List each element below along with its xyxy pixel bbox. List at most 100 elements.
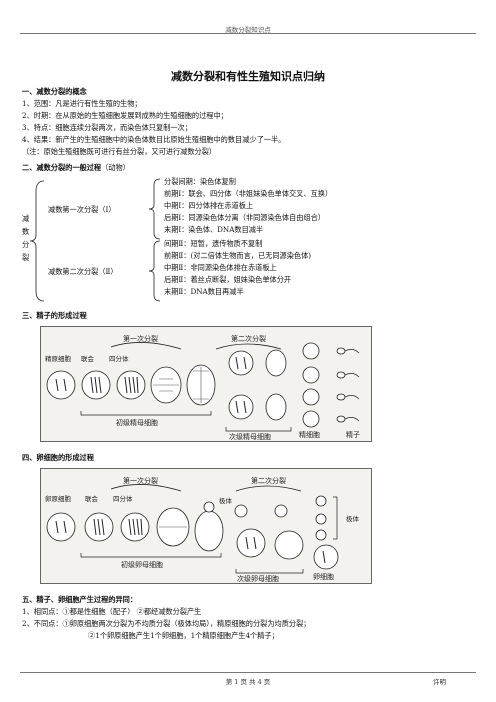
spermatogonium-cell: [46, 370, 76, 400]
first-polar-body: [234, 504, 248, 518]
label-oogonium: 卵原细胞: [45, 494, 72, 503]
label-first-division: 第一次分裂: [123, 476, 158, 485]
secondary-spermatocyte-1: [228, 350, 254, 376]
polar-body-1: [315, 495, 327, 507]
footer-rule: [20, 672, 476, 673]
page-number: 第 1 页 共 4 页: [225, 678, 271, 686]
stage-2-2: 前期Ⅱ：(对二倍体生物而言，已无同源染色体): [164, 251, 312, 260]
anaphase-2-cell-1: [265, 349, 287, 377]
tetrad-chromosomes: [124, 376, 139, 394]
section1-item-3: 3、特点：细胞连续分裂两次，而染色体只复制一次；: [22, 123, 192, 132]
polar-body-dividing: [274, 504, 288, 518]
secondary-oocyte-chromosomes: [245, 536, 257, 550]
tetrad-cell: [120, 512, 150, 542]
sperm-cells: [336, 347, 360, 423]
section4-heading: 四、卵细胞的形成过程: [22, 453, 94, 462]
stage-1-1: 分裂间期：染色体复制: [164, 177, 236, 186]
label-polar-body-top: 极体: [219, 496, 233, 505]
section1-note: （注：原始生殖细胞既可进行有丝分裂，又可进行减数分裂）: [22, 147, 217, 156]
section5-line-3: ②1个卵原细胞产生1个卵细胞，1个精原细胞产生4个精子；: [88, 631, 279, 640]
anaphase-2-cell-2: [265, 393, 287, 421]
secondary-bracket: [235, 569, 304, 574]
label-secondary-oocyte: 次级卵母细胞: [237, 574, 279, 583]
spermatogenesis-svg: 第一次分裂 第二次分裂 精原细胞 联会 四分体: [45, 334, 360, 441]
egg-cell: [313, 544, 339, 570]
secondary-oocyte-2: [274, 530, 304, 560]
spermatid-4: [302, 410, 320, 428]
metaphase-1-spindle: [153, 378, 179, 392]
synapsis-chromosomes: [90, 376, 102, 394]
tree-root-char-4: 裂: [22, 253, 30, 262]
label-second-division: 第二次分裂: [251, 476, 286, 485]
oogenesis-svg: 第一次分裂 第二次分裂 卵原细胞 联会 四分体 极体 极体 初级卵: [45, 476, 360, 583]
section1-item-2: 2、时期：在从原始的生殖细胞发展到成熟的生殖细胞的过程中；: [22, 111, 228, 120]
stage-1-3: 中期Ⅰ：四分体排在赤道板上: [164, 201, 254, 210]
branch-second-division: 减数第二次分裂（Ⅱ）: [48, 267, 118, 276]
footer-author: 许明: [433, 678, 446, 686]
tetrad-chromosomes: [128, 518, 143, 536]
label-second-division: 第二次分裂: [231, 334, 266, 343]
primary-bracket: [80, 553, 222, 558]
second-division-arc: [215, 343, 282, 350]
section2-heading: 二、减数分裂的一般过程: [22, 163, 102, 172]
egg-chromosome: [322, 550, 326, 564]
first-division-arc: [110, 484, 182, 492]
label-tetrad: 四分体: [109, 354, 129, 363]
anaphase-1-cell: [194, 510, 224, 552]
label-tetrad: 四分体: [113, 494, 133, 503]
primary-bracket: [80, 411, 212, 416]
tree-braces: [29, 178, 161, 302]
header-rule: [20, 33, 476, 34]
tree-root-char-1: 减: [22, 214, 30, 223]
label-primary-spermatocyte: 初级精母细胞: [116, 418, 158, 427]
section5-line-1: 1、相同点：①都是性细胞（配子） ②都经减数分裂产生: [22, 607, 202, 616]
first-division-arc: [110, 342, 182, 350]
running-header: 减数分裂知识点: [225, 26, 271, 34]
label-egg: 卵细胞: [313, 572, 334, 581]
spermatogenesis-diagram: 第一次分裂 第二次分裂 精原细胞 联会 四分体: [40, 326, 372, 442]
anaphase-1-spindle: [193, 367, 209, 403]
tree-root-char-2: 数: [22, 227, 30, 236]
section2-heading-row: 二、减数分裂的一般过程（动物）: [22, 163, 130, 172]
spermatid-2: [302, 366, 320, 384]
label-polar-body-right: 极体: [346, 514, 360, 523]
label-spermatogonium: 精原细胞: [45, 354, 72, 363]
section3-heading: 三、精子的形成过程: [22, 311, 87, 320]
section5-heading: 五、精子、卵细胞产生过程的异同：: [22, 595, 138, 604]
oogonium-cell: [46, 512, 76, 542]
branch-first-division: 减数第一次分裂（Ⅰ）: [48, 205, 116, 214]
label-first-division: 第一次分裂: [123, 334, 158, 343]
label-sperm: 精子: [346, 430, 360, 439]
spermatid-1: [302, 342, 320, 360]
first-polar-body-forming: [203, 501, 215, 513]
polar-body-2: [315, 513, 327, 525]
polar-body-3: [315, 529, 327, 541]
stage-2-1: 间期Ⅱ：短暂，遗传物质不复制: [164, 239, 263, 248]
tree-root-char-3: 分: [22, 240, 30, 249]
polar-body-brace: [333, 496, 338, 540]
stage-1-5: 末期Ⅰ：染色体、DNA数目减半: [164, 225, 264, 234]
label-spermatid: 精细胞: [299, 430, 320, 439]
stage-1-4: 后期Ⅰ：同源染色体分离（非同源染色体自由组合）: [164, 213, 325, 222]
spermatogonium-chromosomes: [55, 378, 67, 392]
secondary-chromosomes: [235, 356, 247, 414]
stage-1-2: 前期Ⅰ：联会、四分体（非姐妹染色单体交叉、互换）: [164, 189, 333, 198]
oogenesis-diagram: 第一次分裂 第二次分裂 卵原细胞 联会 四分体 极体 极体 初级卵: [40, 468, 372, 584]
label-synapsis: 联会: [85, 494, 99, 503]
section1-item-1: 1、范围：凡是进行有性生殖的生物；: [22, 99, 142, 108]
stage-2-5: 末期Ⅱ：DNA数目再减半: [164, 287, 244, 296]
document-title: 减数分裂和有性生殖知识点归纳: [171, 70, 325, 83]
tetrad-cell: [116, 370, 146, 400]
label-synapsis: 联会: [81, 354, 95, 363]
secondary-oocyte-1: [236, 528, 266, 558]
label-primary-oocyte: 初级卵母细胞: [121, 560, 163, 569]
secondary-spermatocyte-2: [228, 394, 254, 420]
oogonium-chromosomes: [55, 520, 67, 534]
meiosis-process-tree: 减 数 分 裂 减数第一次分裂（Ⅰ） 减数第二次分裂（Ⅱ） 分裂间期：染色体复制…: [22, 177, 462, 305]
secondary-bracket: [225, 427, 292, 432]
section1-heading: 一、减数分裂的概念: [22, 87, 87, 96]
spermatid-3: [302, 388, 320, 406]
second-division-arc: [235, 485, 302, 492]
stage-2-3: 中期Ⅱ：非同源染色体排在赤道板上: [164, 263, 277, 272]
synapsis-chromosomes: [93, 518, 105, 536]
